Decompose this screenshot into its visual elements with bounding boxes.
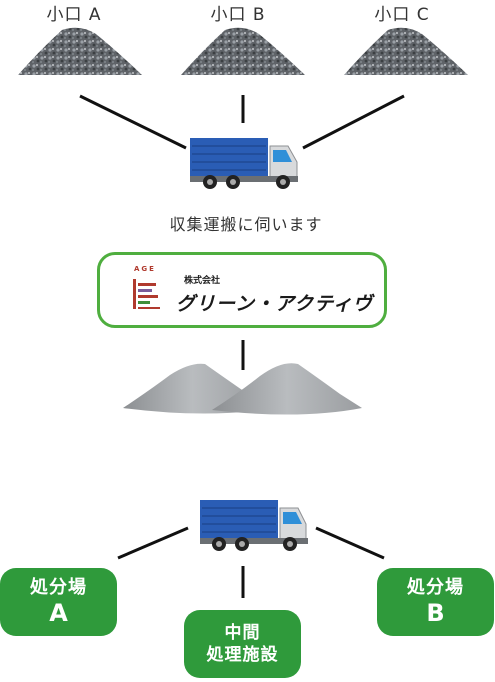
company-name: グリーン・アクティヴ [176,293,373,315]
destination-a-line1: 処分場 [30,577,87,598]
truck-icon [190,138,298,189]
source-label-c: 小口 C [374,5,430,25]
source-label-a: 小口 A [46,5,102,25]
company-logo-icon [133,279,160,309]
gravel-pile-a [18,27,142,75]
destination-b-line1: 処分場 [407,577,464,598]
pickup-caption: 収集運搬に伺います [169,215,323,234]
source-label-b: 小口 B [210,5,266,25]
gravel-pile-c [344,27,468,75]
destination-a-line2: A [49,599,68,627]
destination-mid-line2: 処理施設 [206,645,279,665]
connector-lines-bottom [117,526,385,598]
gravel-pile-b [181,27,305,75]
sand-pile-icon [123,363,362,415]
company-logo-box: AGE 株式会社 グリーン・アクティヴ [97,252,387,328]
destination-landfill-b: 処分場 B [377,568,494,636]
logo-letters: AGE [134,265,156,273]
destination-mid-line1: 中間 [224,623,261,643]
company-kind: 株式会社 [184,276,221,286]
destination-b-line2: B [426,599,445,627]
truck-icon-bottom [200,500,308,551]
destination-landfill-a: 処分場 A [0,568,117,636]
connector-lines-top [79,94,405,150]
destination-intermediate-facility: 中間 処理施設 [184,610,301,678]
